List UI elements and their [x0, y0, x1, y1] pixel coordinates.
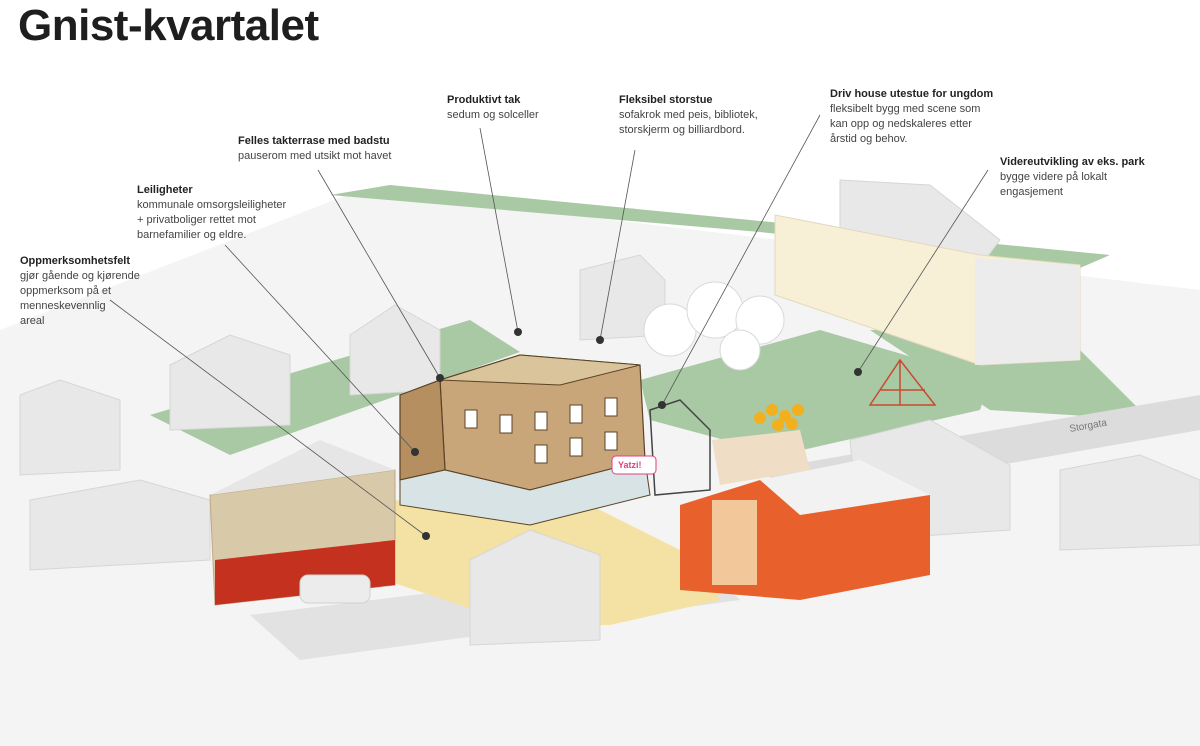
annotation-text: kommunale omsorgsleiligheter + privatbol…	[137, 199, 287, 241]
annotation-text: gjør gående og kjørende oppmerksom på et…	[20, 270, 140, 327]
annotation-text: fleksibelt bygg med scene som kan opp og…	[830, 103, 981, 145]
annotation-heading: Produktivt tak	[447, 94, 521, 106]
yatzi-sign: Yatzi!	[618, 460, 642, 470]
annotation-oppmerksomhetsfelt: Oppmerksomhetsfelt gjør gående og kjøren…	[20, 254, 140, 329]
yatzi-sign-board	[611, 455, 657, 475]
annotation-leiligheter: Leiligheter kommunale omsorgsleiligheter…	[137, 183, 286, 243]
annotation-text: bygge videre på lokalt engasjement	[1000, 171, 1108, 198]
annotation-videreutvikling-park: Videreutvikling av eks. park bygge vider…	[1000, 155, 1145, 200]
annotation-heading: Oppmerksomhetsfelt	[20, 255, 131, 267]
timber-pavilion	[649, 399, 711, 496]
annotation-heading: Fleksibel storstue	[619, 94, 713, 106]
annotation-heading: Felles takterrase med badstu	[238, 135, 390, 147]
annotation-text: pauserom med utsikt mot havet	[238, 150, 392, 162]
park-trees	[643, 281, 785, 371]
annotation-leader-lines	[109, 114, 989, 537]
annotation-fleksibel-storstue: Fleksibel storstue sofakrok med peis, bi…	[619, 93, 758, 138]
annotation-heading: Driv house utestue for ungdom	[830, 88, 994, 100]
annotation-felles-takterrasse: Felles takterrase med badstu pauserom me…	[238, 134, 391, 164]
annotation-produktivt-tak: Produktivt tak sedum og solceller	[447, 93, 539, 123]
background-houses	[19, 179, 1200, 646]
playground-climbing-net	[868, 358, 937, 406]
red-block-building	[680, 430, 930, 600]
main-wooden-building	[399, 354, 651, 526]
annotation-heading: Leiligheter	[137, 184, 193, 196]
annotation-driv-house: Driv house utestue for ungdom fleksibelt…	[830, 87, 993, 147]
page-title: Gnist-kvartalet	[18, 1, 319, 50]
annotation-text: sofakrok med peis, bibliotek, storskjerm…	[619, 109, 758, 136]
annotation-dots	[411, 328, 862, 540]
annotation-heading: Videreutvikling av eks. park	[1000, 156, 1145, 168]
ball-pit	[754, 404, 804, 431]
school-building	[774, 214, 1081, 366]
parked-car	[299, 574, 371, 604]
annotation-text: sedum og solceller	[447, 109, 539, 121]
